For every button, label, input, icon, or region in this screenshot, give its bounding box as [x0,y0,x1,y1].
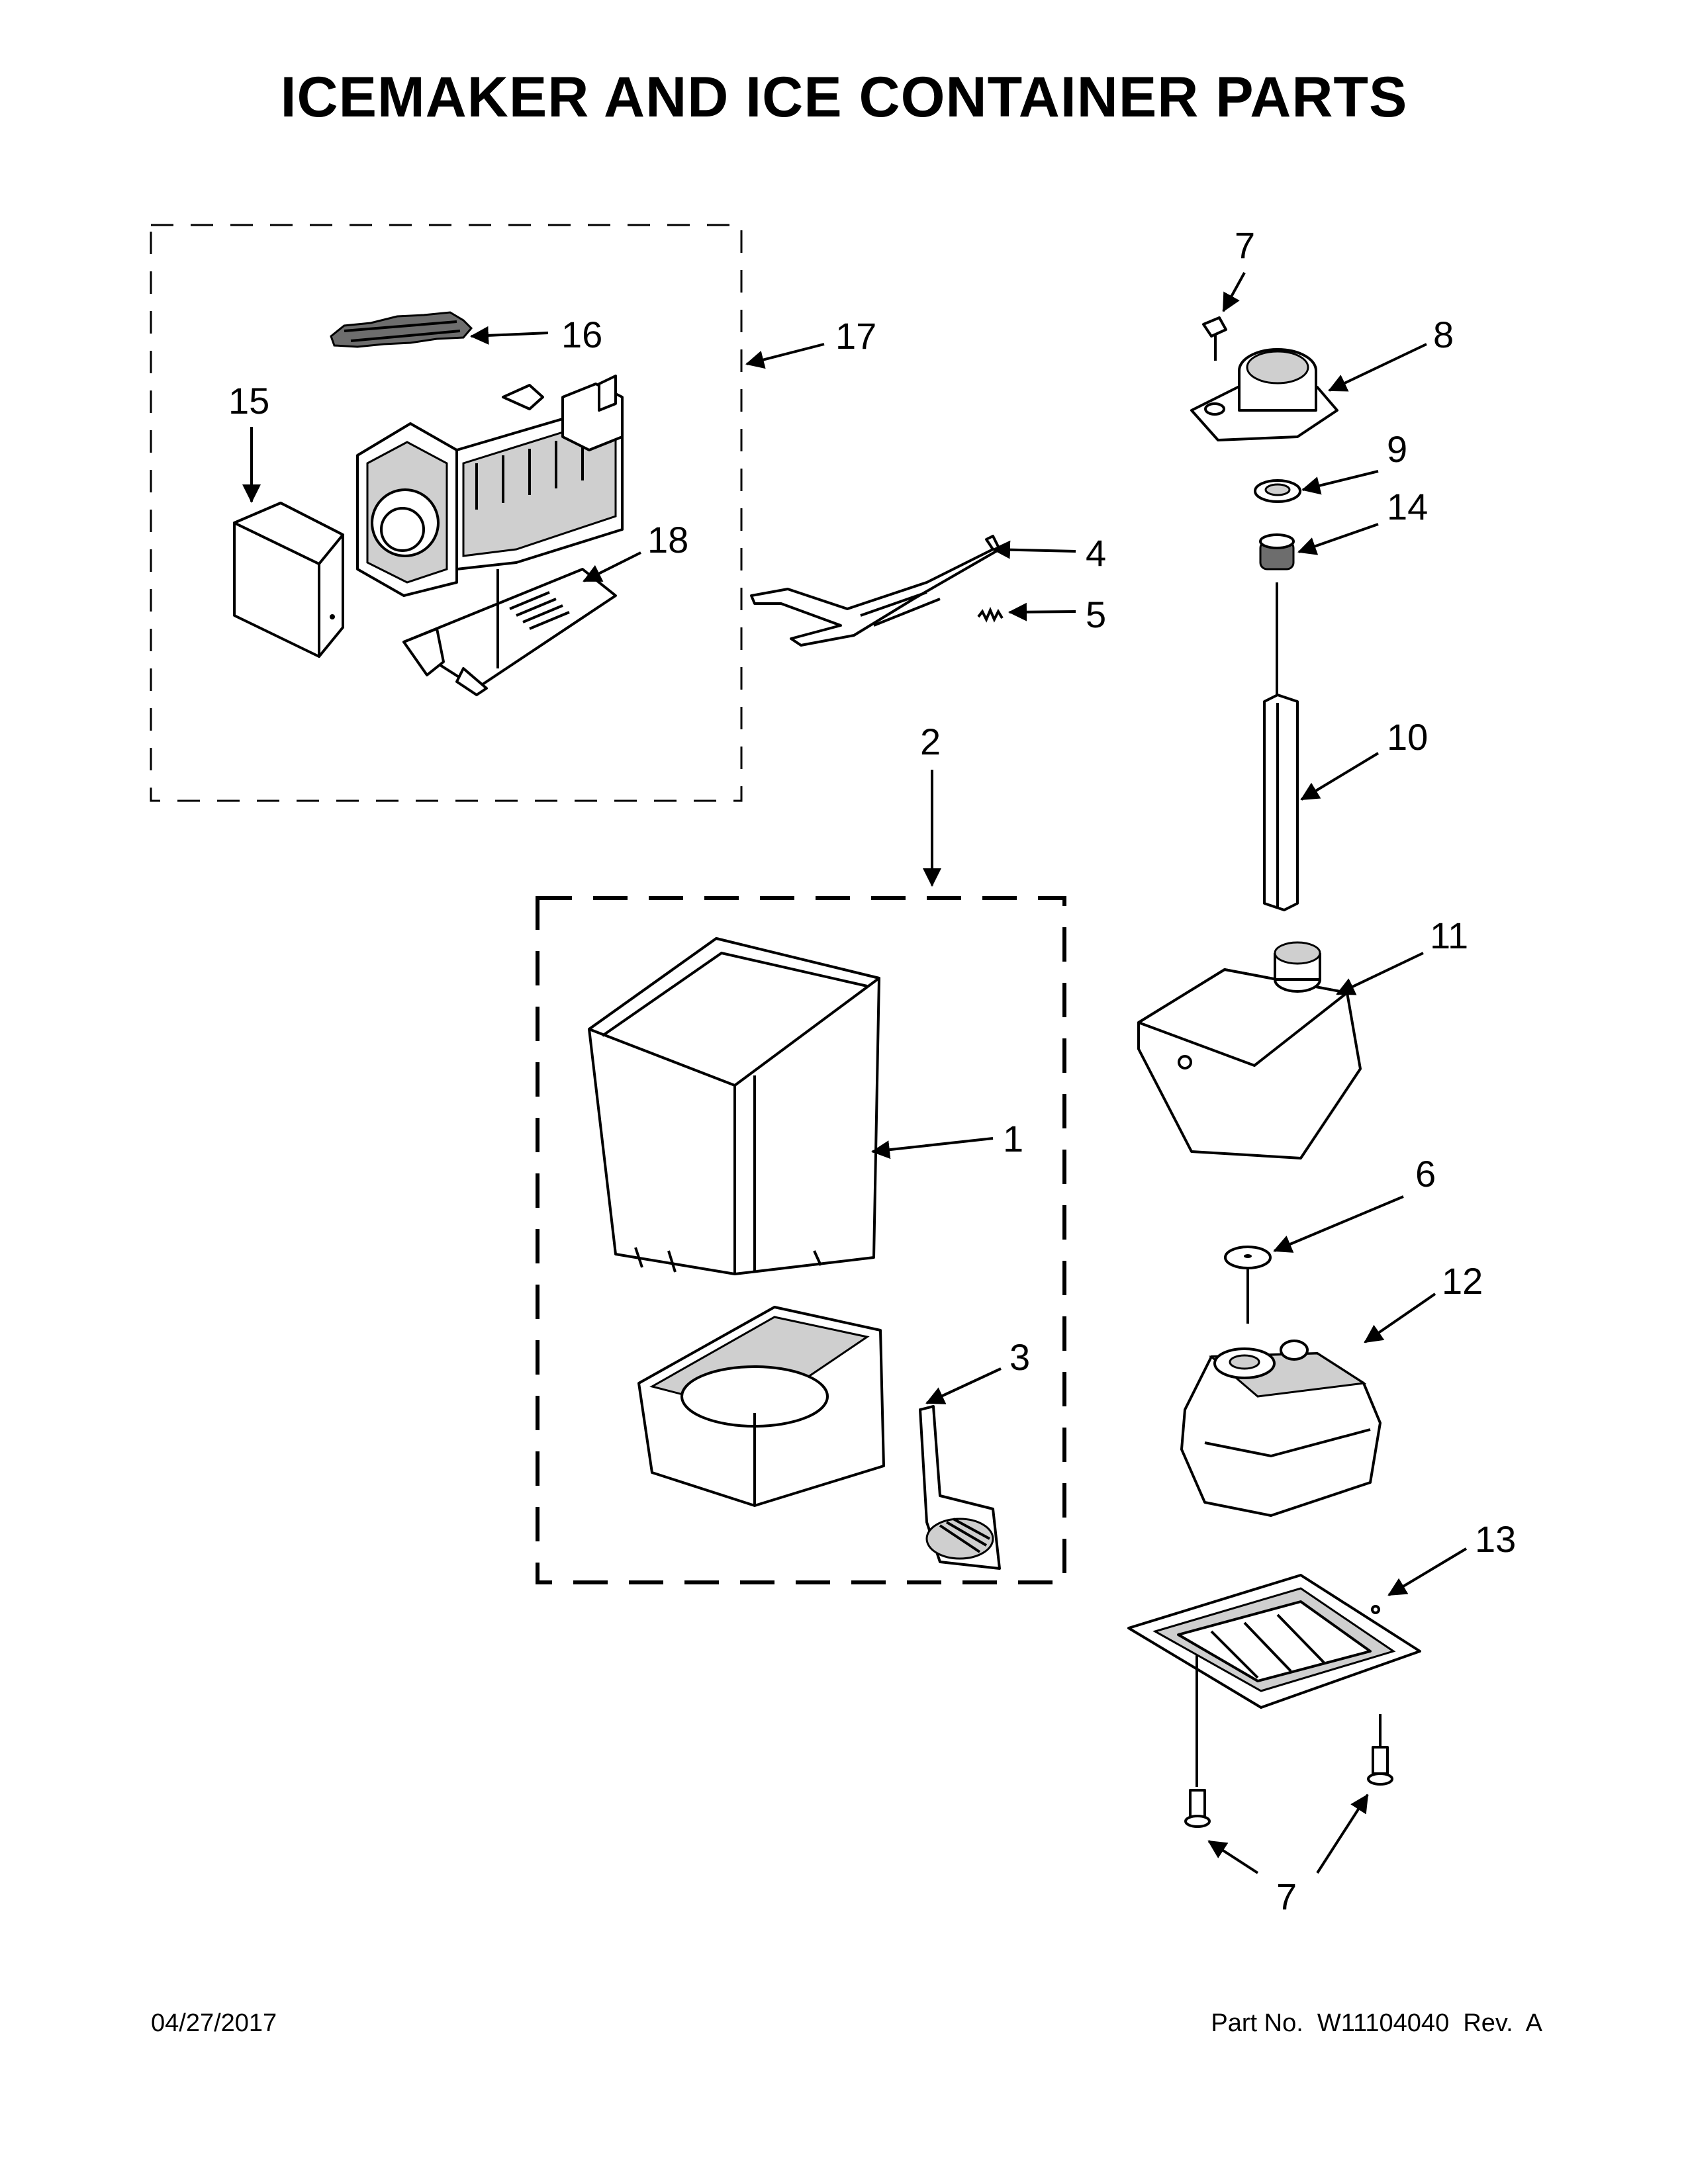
bushing-part [1259,533,1295,702]
ice-container-boundary [536,896,1066,1584]
callout-16: 16 [561,314,602,355]
callout-9: 9 [1387,428,1407,470]
mounting-bracket-part [402,568,617,696]
leader-lines [242,272,1468,1874]
screw-part-right [1367,1714,1393,1786]
callout-1: 1 [1003,1118,1023,1160]
footer-date: 04/27/2017 [151,2009,277,2037]
callout-17: 17 [835,315,876,357]
ice-container-group [536,896,1066,1584]
callout-14: 14 [1387,486,1428,527]
shutoff-arm-part [750,535,1001,647]
callout-18: 18 [647,519,688,561]
callout-3: 3 [1009,1336,1030,1378]
wire-harness-part [330,311,473,348]
callout-11: 11 [1430,915,1468,956]
icemaker-assembly-group [150,224,743,802]
gasket-disc-part [1224,1246,1272,1324]
footer-part-number: Part No. W11104040 Rev. A [1211,2009,1542,2037]
callout-7-bottom: 7 [1276,1876,1297,1917]
callout-labels: 16 17 15 18 4 5 2 1 3 7 8 9 14 10 11 6 1… [228,224,1516,1917]
callout-8: 8 [1433,314,1454,355]
callout-12: 12 [1442,1260,1483,1302]
ice-bucket-part [588,937,880,1275]
callout-5: 5 [1086,594,1106,635]
washer-part [1254,479,1301,503]
auger-motor-part [1180,1340,1382,1517]
mounting-plate-part [1127,1574,1421,1709]
callout-2: 2 [920,721,941,762]
auger-motor-housing-part [1137,941,1362,1160]
bearing-flange-part [1190,348,1338,441]
spring-part [977,606,1004,623]
callout-15: 15 [228,380,269,422]
callout-4: 4 [1086,532,1106,574]
screw-part-left [1184,1655,1211,1828]
auger-shaft-part [1263,694,1299,911]
screw-part-top [1202,316,1227,361]
icemaker-body-part [356,375,624,597]
callout-6: 6 [1415,1153,1436,1195]
callout-13: 13 [1475,1518,1516,1560]
ice-chute-door-part [919,1405,1001,1570]
icemaker-cover-part [233,502,344,658]
callout-10: 10 [1387,716,1428,758]
icemaker-assembly-boundary [150,224,743,802]
page-title: ICEMAKER AND ICE CONTAINER PARTS [280,66,1408,129]
callout-7-top: 7 [1235,224,1255,266]
ice-crusher-housing-part [637,1306,885,1507]
